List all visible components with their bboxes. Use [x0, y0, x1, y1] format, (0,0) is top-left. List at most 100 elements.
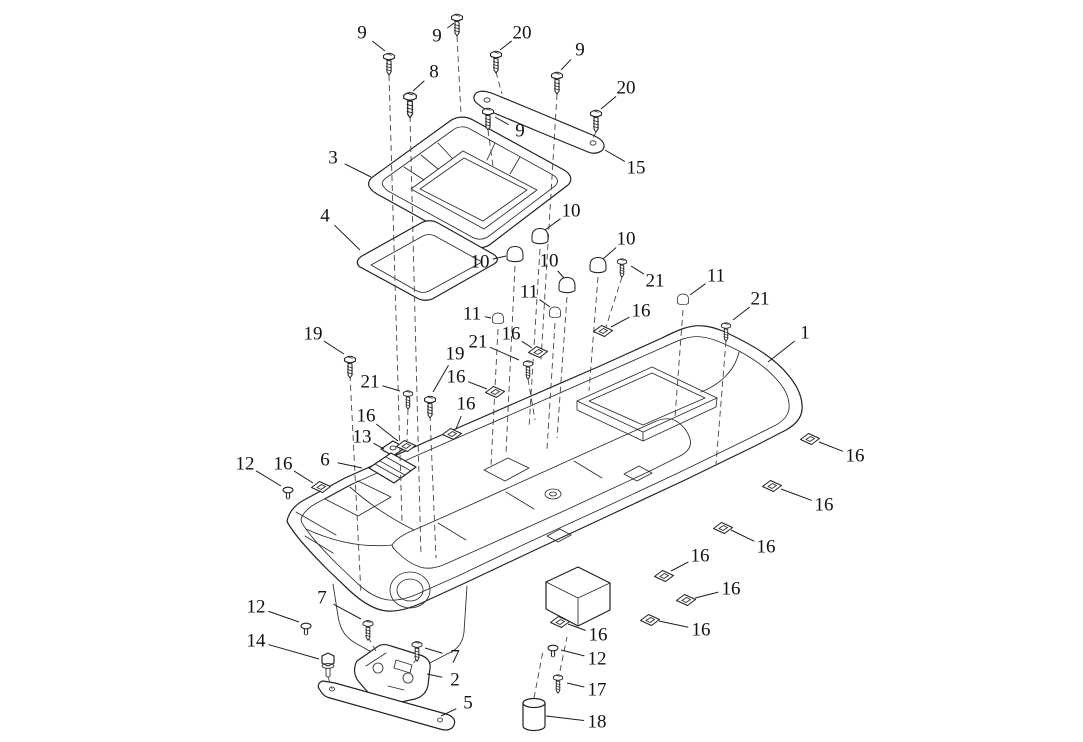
- callout-label: 11: [707, 266, 725, 287]
- part-16-clip: [653, 569, 675, 583]
- callout-label: 9: [515, 121, 525, 142]
- leader-line: [268, 610, 300, 623]
- callout-label: 16: [846, 446, 865, 467]
- part-5-sill-strip: [317, 680, 456, 731]
- part-4-gasket: [356, 220, 498, 301]
- part-16-clip: [639, 613, 661, 627]
- leader-line: [539, 299, 551, 308]
- callout-label: 14: [247, 631, 267, 652]
- callout-10: 10: [540, 251, 565, 279]
- leader-line: [382, 385, 401, 392]
- part-11-cap: [549, 306, 561, 319]
- callout-label: 11: [520, 282, 538, 303]
- part-11-cap: [492, 312, 504, 325]
- callout-7: 7: [317, 588, 362, 620]
- callout-label: 16: [815, 495, 834, 516]
- callout-label: 16: [692, 620, 711, 641]
- leader-line: [602, 247, 617, 260]
- callout-label: 17: [588, 680, 607, 701]
- callout-9: 9: [560, 40, 585, 71]
- leader-line: [767, 340, 796, 363]
- callout-12: 12: [236, 454, 282, 487]
- leader-line: [689, 283, 706, 296]
- callout-18: 18: [545, 712, 607, 733]
- assembly-axes: [327, 35, 727, 699]
- callout-21: 21: [630, 265, 665, 292]
- callout-label: 20: [513, 23, 532, 44]
- leader-line: [371, 40, 386, 52]
- callout-11: 11: [463, 304, 492, 325]
- callout-label: 18: [588, 712, 607, 733]
- callout-16: 16: [502, 324, 533, 349]
- callout-label: 10: [471, 252, 490, 273]
- part-2-latch-bracket: [353, 644, 431, 705]
- leader-line: [467, 381, 488, 390]
- callout-16: 16: [658, 620, 711, 641]
- callout-label: 10: [540, 251, 559, 272]
- leader-line: [412, 80, 425, 92]
- part-16-clip: [592, 324, 614, 338]
- leader-line: [560, 649, 585, 657]
- callout-label: 6: [320, 450, 330, 471]
- callout-16: 16: [670, 546, 710, 572]
- part-10-cap: [589, 256, 607, 274]
- leader-line: [730, 529, 755, 542]
- callout-label: 16: [722, 579, 741, 600]
- part-3-lid: [368, 116, 572, 252]
- callout-19: 19: [304, 324, 345, 355]
- leader-line: [610, 316, 630, 328]
- leader-line: [544, 218, 561, 231]
- callout-label: 19: [446, 344, 465, 365]
- callout-label: 12: [588, 649, 607, 670]
- leader-line: [489, 346, 520, 361]
- callout-label: 7: [317, 588, 327, 609]
- callout-3: 3: [328, 148, 372, 178]
- callout-label: 12: [247, 597, 266, 618]
- part-16-clip: [484, 385, 506, 399]
- leader-line: [344, 163, 372, 178]
- part-16-clip: [712, 521, 734, 535]
- callout-9: 9: [494, 116, 525, 142]
- leader-line: [604, 149, 626, 162]
- callout-label: 13: [353, 427, 372, 448]
- callout-17: 17: [566, 680, 607, 701]
- callout-label: 11: [463, 304, 481, 325]
- callout-label: 5: [463, 693, 473, 714]
- leader-line: [375, 423, 399, 442]
- callout-12: 12: [560, 649, 607, 670]
- callout-15: 15: [604, 149, 646, 179]
- callout-label: 16: [274, 454, 293, 475]
- part-19-screw: [423, 395, 437, 419]
- callout-14: 14: [247, 631, 320, 660]
- part-12-rivet: [547, 644, 559, 658]
- callout-label: 16: [589, 625, 608, 646]
- callout-label: 15: [627, 158, 646, 179]
- callout-11: 11: [520, 282, 551, 308]
- leader-line: [484, 316, 492, 319]
- callout-label: 21: [751, 289, 770, 310]
- callout-9: 9: [432, 22, 455, 47]
- part-16-clip: [675, 593, 697, 607]
- callout-label: 8: [429, 62, 439, 83]
- callout-16: 16: [730, 529, 776, 558]
- callout-label: 21: [469, 332, 488, 353]
- callout-12: 12: [247, 597, 300, 623]
- leader-line: [373, 442, 385, 450]
- callout-16: 16: [274, 454, 314, 484]
- leader-line: [447, 22, 455, 29]
- callout-label: 16: [632, 301, 651, 322]
- leader-line: [440, 708, 457, 717]
- callout-label: 20: [617, 78, 636, 99]
- leader-line: [557, 270, 565, 279]
- callout-6: 6: [320, 450, 363, 471]
- callout-16: 16: [780, 488, 834, 516]
- callout-label: 16: [457, 394, 476, 415]
- leader-line: [432, 365, 449, 393]
- callout-label: 16: [357, 406, 376, 427]
- leader-line: [333, 603, 362, 620]
- callout-label: 4: [320, 206, 330, 227]
- part-20-screw: [489, 50, 503, 74]
- callout-10: 10: [602, 229, 636, 260]
